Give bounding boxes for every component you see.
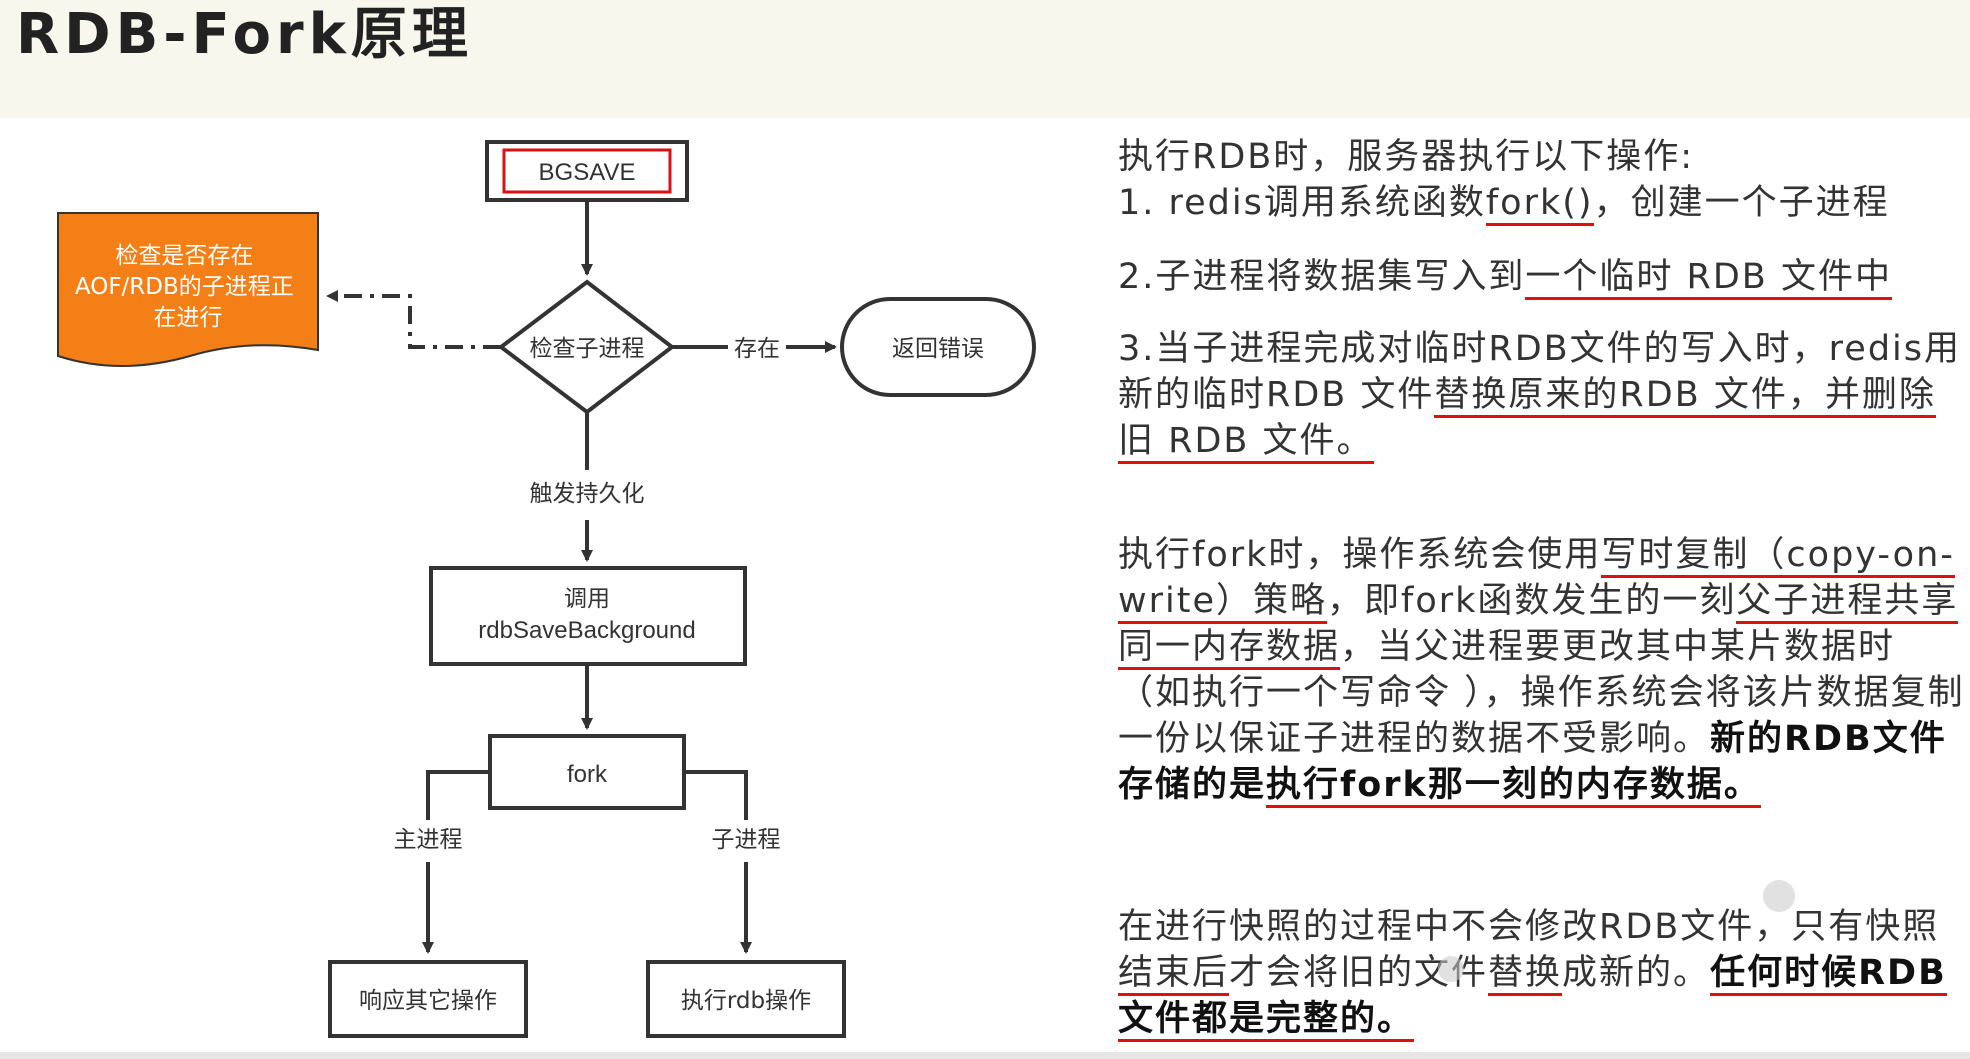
branch-child-part1 (684, 770, 748, 820)
step1-text: 1. redis调用系统函数fork()，创建一个子进程 (1118, 180, 1968, 226)
step1-part-a: 1. redis调用系统函数 (1118, 183, 1486, 223)
bgsave-label: BGSAVE (539, 159, 636, 186)
exec-rdb-node: 执行rdb操作 (646, 960, 846, 1038)
page-title: RDB-Fork原理 (16, 2, 473, 67)
pointer-dot-faint (1438, 956, 1464, 982)
fork-part-a: 执行fork时，操作系统会使用 (1118, 535, 1602, 575)
fork-shared-underlined: 父子进程共享同一内存数据 (1118, 581, 1959, 670)
header-bar (0, 0, 1970, 118)
step3-part-a: 3.当子进程完成对临时RDB文件的写入时，redis用新的临时RDB 文件 (1118, 329, 1962, 415)
flowchart: BGSAVE 检查是否存在 AOF/RDB的子进程正 在进行 检查子进程 存在 … (57, 140, 1036, 1038)
step1-part-c: ，创建一个子进程 (1593, 183, 1890, 223)
call-line1: 调用 (564, 586, 610, 612)
step3-text: 3.当子进程完成对临时RDB文件的写入时，redis用新的临时RDB 文件替换原… (1118, 326, 1968, 464)
fork-part-c: ，即fork函数发生的一刻 (1327, 581, 1737, 621)
branch-main-part1 (426, 770, 490, 820)
call-rdbsave-node: 调用 rdbSaveBackground (429, 566, 747, 666)
step2-text: 2.子进程将数据集写入到一个临时 RDB 文件中 (1118, 254, 1968, 300)
snap-bold-underlined: 任何时候RDB文件都是完整的。 (1118, 953, 1947, 1042)
child-process-label: 子进程 (712, 827, 781, 853)
check-aof-node: 检查是否存在 AOF/RDB的子进程正 在进行 (57, 212, 319, 367)
check-child-label: 检查子进程 (530, 336, 645, 362)
return-error-label: 返回错误 (892, 336, 984, 362)
snap-part-e: 成新的。 (1562, 953, 1711, 993)
trigger-label: 触发持久化 (530, 481, 645, 507)
bottom-bar (0, 1052, 1970, 1059)
dashdot-connector (326, 290, 501, 349)
respond-other-label: 响应其它操作 (359, 988, 497, 1014)
snap-end-underlined: 结束后 (1118, 953, 1230, 996)
step1-fork-underlined: fork() (1485, 183, 1594, 226)
call-line2: rdbSaveBackground (478, 617, 695, 644)
bgsave-node: BGSAVE (485, 140, 689, 202)
fork-node: fork (488, 734, 686, 810)
exists-label: 存在 (734, 336, 780, 362)
fork-label: fork (567, 761, 608, 788)
check-aof-line1: 检查是否存在 (115, 243, 253, 269)
respond-other-node: 响应其它操作 (328, 960, 528, 1038)
check-child-node: 检查子进程 (497, 279, 676, 415)
svg-text:检查是否存在 AOF/RDB的子进程正: 检查是否存在 AOF/RDB的子进程正 在进行 (75, 243, 301, 331)
fork-part-e: ，当父进程要更改其中某片数据时（如执行一个写命令 ），操作系统会将该片数据复制一… (1118, 627, 1965, 759)
intro-text: 执行RDB时，服务器执行以下操作: (1118, 137, 1695, 177)
fork-bold-a: 新的RDB文件存储的是 (1118, 719, 1947, 805)
check-aof-line2: AOF/RDB的子进程正 (75, 274, 294, 300)
exec-rdb-label: 执行rdb操作 (681, 988, 811, 1014)
fork-paragraph: 执行fork时，操作系统会使用写时复制（copy-on-write）策略，即fo… (1118, 532, 1968, 808)
snap-replace-underlined: 替换 (1488, 953, 1563, 996)
check-aof-line3: 在进行 (154, 305, 223, 331)
snap-part-a: 在进行快照的过程中不会修改RDB文件，只有快照 (1118, 907, 1940, 947)
step2-part-a: 2.子进程将数据集写入到 (1118, 257, 1526, 297)
fork-cow-underlined: 写时复制（copy-on-write）策略 (1118, 535, 1955, 624)
intro-block: 执行RDB时，服务器执行以下操作: 1. redis调用系统函数fork()，创… (1118, 134, 1968, 226)
return-error-node: 返回错误 (840, 297, 1036, 397)
pointer-dot (1763, 880, 1795, 912)
main-process-label: 主进程 (394, 827, 463, 853)
fork-bold-underlined: 执行fork那一刻的内存数据。 (1266, 765, 1761, 808)
step3-underlined: 替换原来的RDB 文件，并删除旧 RDB 文件。 (1118, 375, 1936, 464)
snapshot-paragraph: 在进行快照的过程中不会修改RDB文件，只有快照结束后才会将旧的文件替换成新的。任… (1118, 904, 1968, 1042)
step2-underlined: 一个临时 RDB 文件中 (1525, 257, 1892, 300)
